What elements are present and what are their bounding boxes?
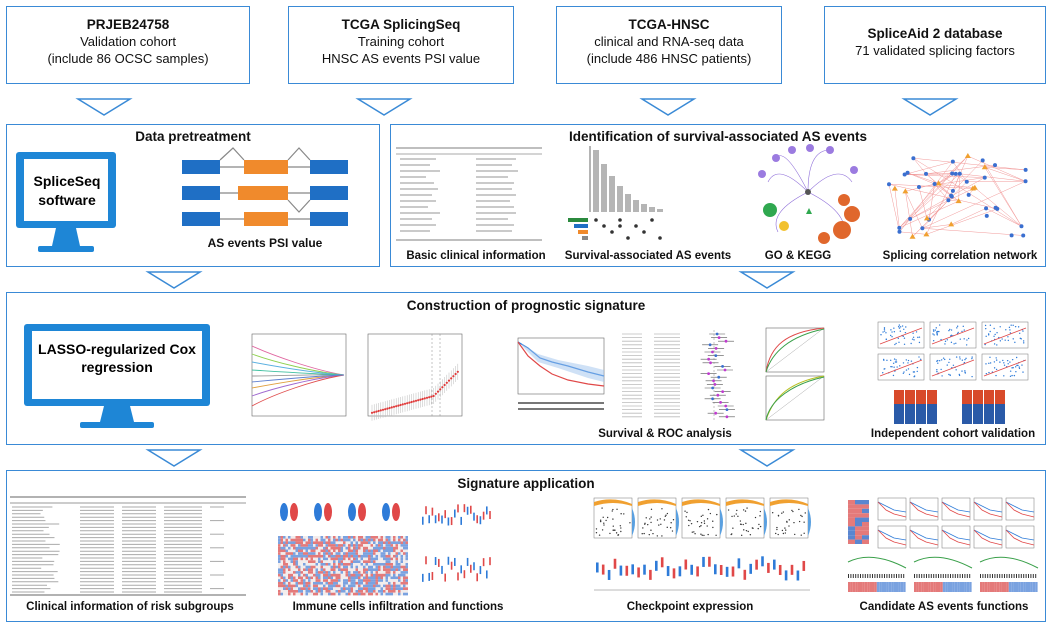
as-events-diagram (182, 147, 348, 226)
splice-seq-software-label: SpliceSeq software (33, 173, 101, 208)
down-arrow-icon (145, 449, 203, 467)
down-arrow-icon (639, 98, 697, 116)
panel-title: Signature application (457, 476, 595, 491)
roc-curve-thumbnail (765, 327, 825, 421)
source-line: HNSC AS events PSI value (321, 51, 481, 66)
source-line: 71 validated splicing factors (855, 43, 1015, 58)
down-arrow-icon (145, 271, 203, 289)
splicing-network-thumbnail (887, 153, 1028, 239)
source-box-prjeb24758: PRJEB24758 Validation cohort (include 86… (6, 6, 250, 84)
monitor-icon (24, 324, 210, 428)
down-arrow-icon (355, 98, 413, 116)
source-title: TCGA-HNSC (628, 17, 710, 32)
source-title: SpliceAid 2 database (867, 26, 1003, 41)
caption-survival-roc: Survival & ROC analysis (598, 428, 732, 440)
application-panel: Signature application (6, 470, 1046, 622)
panel-title: Data pretreatment (135, 129, 251, 144)
panel-title: Construction of prognostic signature (406, 298, 646, 313)
validation-thumbnail (877, 321, 1029, 424)
panel-title: Identification of survival-associated AS… (568, 129, 868, 144)
source-box-tcga-splicingseq: TCGA SplicingSeq Training cohort HNSC AS… (288, 6, 514, 84)
caption-candidate-as: Candidate AS events functions (859, 601, 1029, 613)
monitor-icon (16, 152, 116, 252)
upset-plot-thumbnail (568, 146, 663, 240)
km-curve-thumbnail (517, 337, 605, 410)
clinical-table-thumbnail (396, 144, 542, 244)
go-kegg-network-thumbnail (758, 144, 860, 244)
candidate-as-thumbnail (847, 497, 1039, 592)
source-box-spliceaid2: SpliceAid 2 database 71 validated splici… (824, 6, 1046, 84)
source-line: Training cohort (357, 34, 445, 49)
down-arrow-icon (901, 98, 959, 116)
caption-clinical-risk-subgroups: Clinical information of risk subgroups (26, 601, 234, 613)
down-arrow-icon (75, 98, 133, 116)
source-title: PRJEB24758 (86, 17, 170, 32)
lasso-coefficient-thumbnail (251, 333, 347, 417)
source-line: (include 486 HNSC patients) (586, 51, 752, 66)
lasso-method-label: LASSO-regularized Cox regression (38, 341, 196, 375)
checkpoint-thumbnail (593, 497, 811, 591)
down-arrow-icon (738, 449, 796, 467)
lasso-cv-thumbnail (367, 333, 463, 421)
source-box-tcga-hnsc: TCGA-HNSC clinical and RNA-seq data (inc… (556, 6, 782, 84)
caption-independent-validation: Independent cohort validation (870, 428, 1036, 440)
forest-plot-thumbnail (622, 330, 735, 422)
caption-basic-clinical: Basic clinical information (406, 250, 546, 262)
psi-caption: AS events PSI value (207, 236, 323, 250)
caption-immune-cells: Immune cells infiltration and functions (292, 601, 504, 613)
source-line: clinical and RNA-seq data (594, 34, 744, 49)
caption-survival-as-events: Survival-associated AS events (564, 250, 732, 262)
source-line: Validation cohort (80, 34, 176, 49)
risk-subgroup-table-thumbnail (10, 496, 246, 596)
down-arrow-icon (738, 271, 796, 289)
source-line: (include 86 OCSC samples) (47, 51, 209, 66)
source-title: TCGA SplicingSeq (341, 17, 461, 32)
caption-go-kegg: GO & KEGG (764, 250, 832, 262)
caption-splicing-network: Splicing correlation network (882, 250, 1038, 262)
immune-infiltration-thumbnail (278, 503, 491, 596)
caption-checkpoint: Checkpoint expression (626, 601, 754, 613)
